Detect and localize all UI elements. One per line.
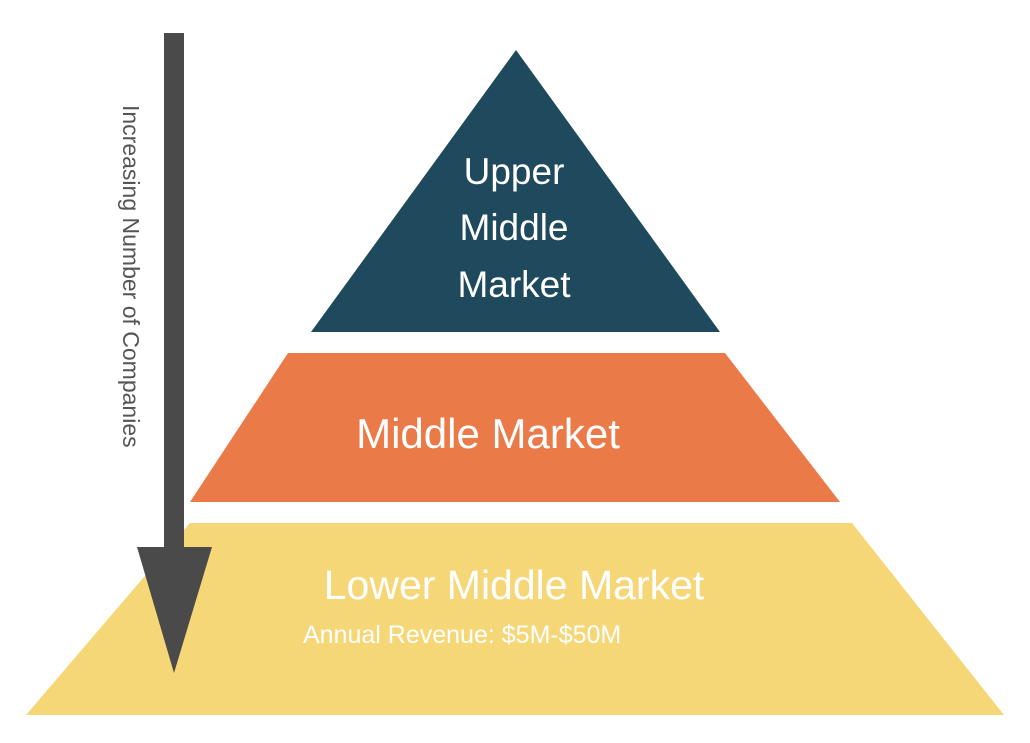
arrow-shaft bbox=[164, 33, 184, 553]
middle-market-tier bbox=[190, 353, 840, 502]
down-arrow-icon bbox=[137, 33, 212, 673]
lower-tier-label: Lower Middle Market bbox=[324, 562, 705, 608]
lower-middle-market-tier bbox=[26, 523, 1004, 715]
middle-tier-label: Middle Market bbox=[356, 410, 620, 457]
arrow-label: Increasing Number of Companies bbox=[118, 105, 144, 448]
upper-middle-market-tier bbox=[311, 50, 720, 332]
lower-tier-sublabel: Annual Revenue: $5M-$50M bbox=[303, 621, 621, 649]
upper-tier-label-line3: Market bbox=[457, 264, 571, 305]
upper-tier-label-line1: Upper bbox=[464, 151, 565, 192]
arrow-head bbox=[137, 547, 212, 673]
upper-tier-label-line2: Middle bbox=[460, 207, 569, 248]
